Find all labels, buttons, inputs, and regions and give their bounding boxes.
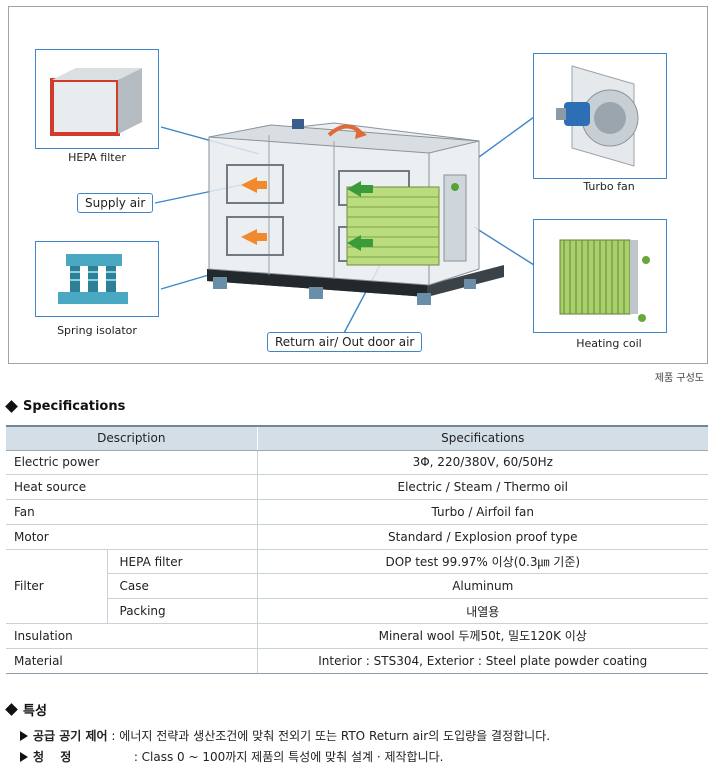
feature-text: : Class 0 ~ 100까지 제품의 특성에 맞춰 설계 · 제작합니다. xyxy=(130,750,444,764)
row-label: Motor xyxy=(6,524,257,550)
spring-isolator-image xyxy=(35,241,159,317)
header-specifications: Specifications xyxy=(256,425,708,451)
hepa-filter-image xyxy=(35,49,159,149)
heating-coil-label: Heating coil xyxy=(576,337,642,350)
turbo-fan-label: Turbo fan xyxy=(583,180,635,193)
table-row: Packing 내열용 xyxy=(6,598,708,625)
sub-label: HEPA filter xyxy=(106,549,257,575)
table-row: Motor Standard / Explosion proof type xyxy=(6,524,708,550)
row-value: Turbo / Airfoil fan xyxy=(256,499,708,525)
heating-coil-image xyxy=(533,219,667,333)
row-value: Electric / Steam / Thermo oil xyxy=(256,474,708,501)
sub-label: Packing xyxy=(106,598,257,625)
return-air-label: Return air/ Out door air xyxy=(267,332,423,352)
feature-item: 공급 공기 제어 : 에너지 전략과 생산조건에 맞춰 전외기 또는 RTO R… xyxy=(20,727,550,744)
row-value: DOP test 99.97% 이상(0.3㎛ 기준) xyxy=(256,549,708,575)
row-label: Electric power xyxy=(6,450,257,476)
table-row: Case Aluminum xyxy=(6,573,708,600)
supply-air-label: Supply air xyxy=(77,193,154,213)
table-row: Heat source Electric / Steam / Thermo oi… xyxy=(6,474,708,501)
header-description: Description xyxy=(6,425,257,451)
row-value: Mineral wool 두께50t, 밀도120K 이상 xyxy=(256,623,708,649)
row-label: Material xyxy=(6,648,257,674)
diamond-bullet-icon xyxy=(5,703,18,716)
sub-label: Case xyxy=(106,573,257,600)
row-value: Aluminum xyxy=(256,573,708,600)
table-row: Fan Turbo / Airfoil fan xyxy=(6,499,708,525)
diagram-caption: 제품 구성도 xyxy=(654,373,704,384)
row-label: Insulation xyxy=(6,623,257,649)
table-row: Insulation Mineral wool 두께50t, 밀도120K 이상 xyxy=(6,623,708,649)
feature-item: 청 정 : Class 0 ~ 100까지 제품의 특성에 맞춰 설계 · 제작… xyxy=(20,748,443,765)
specifications-title: Specifications xyxy=(23,399,126,414)
table-row: Filter HEPA filter DOP test 99.97% 이상(0.… xyxy=(6,549,708,625)
feature-text: : 에너지 전략과 생산조건에 맞춰 전외기 또는 RTO Return air… xyxy=(107,729,551,743)
specifications-table: Description Specifications Electric powe… xyxy=(6,425,708,674)
feature-term: 공급 공기 제어 xyxy=(33,729,108,743)
row-label: Heat source xyxy=(6,474,257,501)
row-value: Interior : STS304, Exterior : Steel plat… xyxy=(256,648,708,674)
table-header-row: Description Specifications xyxy=(6,425,708,451)
row-value: 3Φ, 220/380V, 60/50Hz xyxy=(256,450,708,476)
turbo-fan-image xyxy=(533,53,667,179)
ahu-unit xyxy=(207,119,504,305)
row-value: Standard / Explosion proof type xyxy=(256,524,708,550)
row-label: Filter xyxy=(6,549,107,625)
features-heading: 특성 xyxy=(4,700,47,719)
row-value: 내열용 xyxy=(256,598,708,625)
row-label: Fan xyxy=(6,499,257,525)
table-row: Electric power 3Φ, 220/380V, 60/50Hz xyxy=(6,450,708,476)
hepa-filter-label: HEPA filter xyxy=(68,151,126,164)
product-diagram: HEPA filter Supply air Spring isolator R… xyxy=(8,6,708,364)
feature-term: 청 정 xyxy=(33,750,72,764)
spring-isolator-label: Spring isolator xyxy=(57,324,137,337)
triangle-bullet-icon xyxy=(20,731,28,741)
triangle-bullet-icon xyxy=(20,752,28,762)
specifications-heading: Specifications xyxy=(4,399,125,414)
diagram-lines xyxy=(154,116,535,334)
diamond-bullet-icon xyxy=(5,400,18,413)
features-title: 특성 xyxy=(23,704,47,719)
table-row: Material Interior : STS304, Exterior : S… xyxy=(6,648,708,674)
